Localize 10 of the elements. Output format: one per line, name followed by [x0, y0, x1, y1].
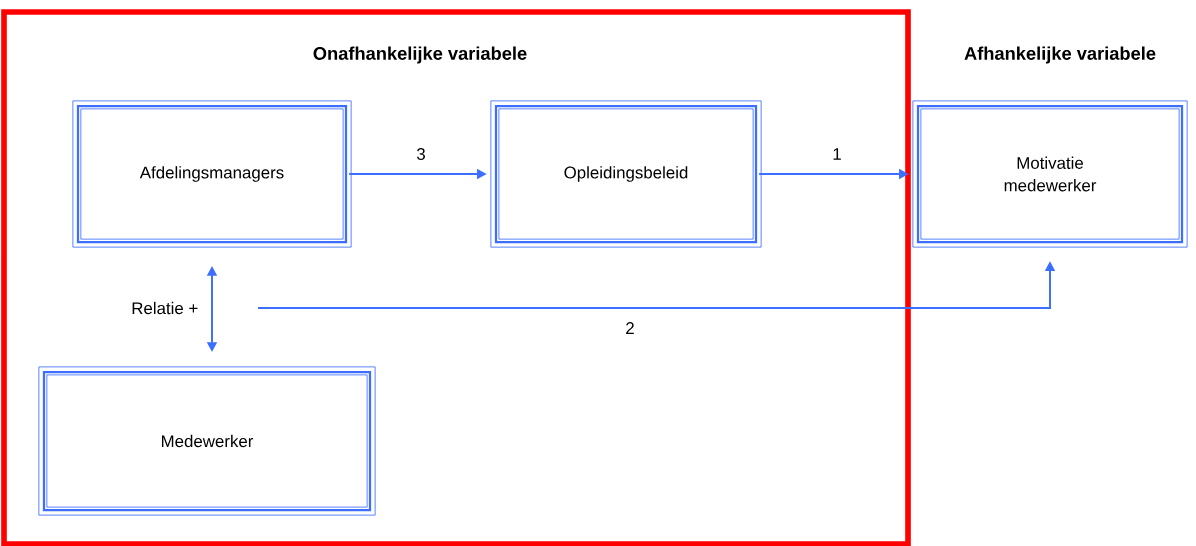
edge-label: 1 — [830, 146, 844, 162]
process-box: Motivatie medewerker — [912, 100, 1188, 248]
edge-label: Relatie + — [129, 300, 200, 316]
edge-label: 3 — [414, 146, 428, 162]
process-box: Afdelingsmanagers — [72, 100, 352, 248]
edge-label: 2 — [623, 320, 637, 336]
heading: Onafhankelijke variabele — [313, 46, 527, 64]
process-box: Medewerker — [38, 366, 376, 516]
heading: Afhankelijke variabele — [964, 46, 1156, 64]
process-box: Opleidingsbeleid — [490, 100, 762, 248]
